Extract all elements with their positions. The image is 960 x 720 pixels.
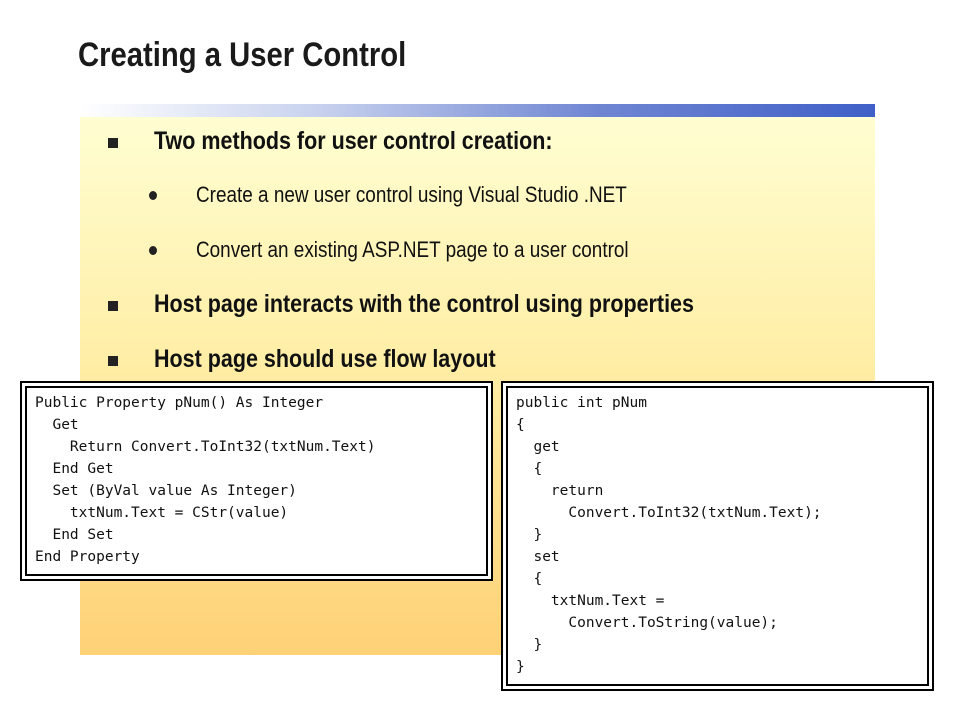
round-bullet-icon — [149, 191, 157, 200]
code-line: public int pNum — [516, 395, 647, 411]
code-line: } — [516, 659, 525, 675]
csharp-code-box: public int pNum { get { return Convert.T… — [506, 386, 929, 686]
sub-bullet-text: Convert an existing ASP.NET page to a us… — [196, 237, 629, 262]
code-line: Set (ByVal value As Integer) — [35, 483, 297, 499]
code-line: { — [516, 461, 543, 477]
code-line: set — [516, 549, 560, 565]
code-line: Convert.ToString(value); — [516, 615, 778, 631]
code-line: End Property — [35, 549, 140, 565]
code-line: Convert.ToInt32(txtNum.Text); — [516, 505, 822, 521]
bullet-text: Host page should use flow layout — [154, 345, 496, 373]
code-line: get — [516, 439, 560, 455]
square-bullet-icon — [108, 301, 118, 311]
code-line: End Set — [35, 527, 114, 543]
round-bullet-icon — [149, 246, 157, 255]
square-bullet-icon — [108, 138, 118, 148]
vb-code-box: Public Property pNum() As Integer Get Re… — [25, 386, 488, 576]
code-line: End Get — [35, 461, 114, 477]
sub-bullet-text: Create a new user control using Visual S… — [196, 182, 627, 207]
code-line: { — [516, 417, 525, 433]
code-line: { — [516, 571, 543, 587]
title-accent-bar — [80, 104, 875, 117]
code-line: txtNum.Text = — [516, 593, 665, 609]
code-line: } — [516, 637, 543, 653]
code-line: txtNum.Text = CStr(value) — [35, 505, 289, 521]
code-line: Public Property pNum() As Integer — [35, 395, 324, 411]
slide-title: Creating a User Control — [78, 36, 407, 74]
code-line: Get — [35, 417, 79, 433]
square-bullet-icon — [108, 356, 118, 366]
bullet-text: Two methods for user control creation: — [154, 127, 553, 155]
bullet-text: Host page interacts with the control usi… — [154, 290, 694, 318]
code-line: return — [516, 483, 604, 499]
code-line: } — [516, 527, 543, 543]
code-line: Return Convert.ToInt32(txtNum.Text) — [35, 439, 376, 455]
